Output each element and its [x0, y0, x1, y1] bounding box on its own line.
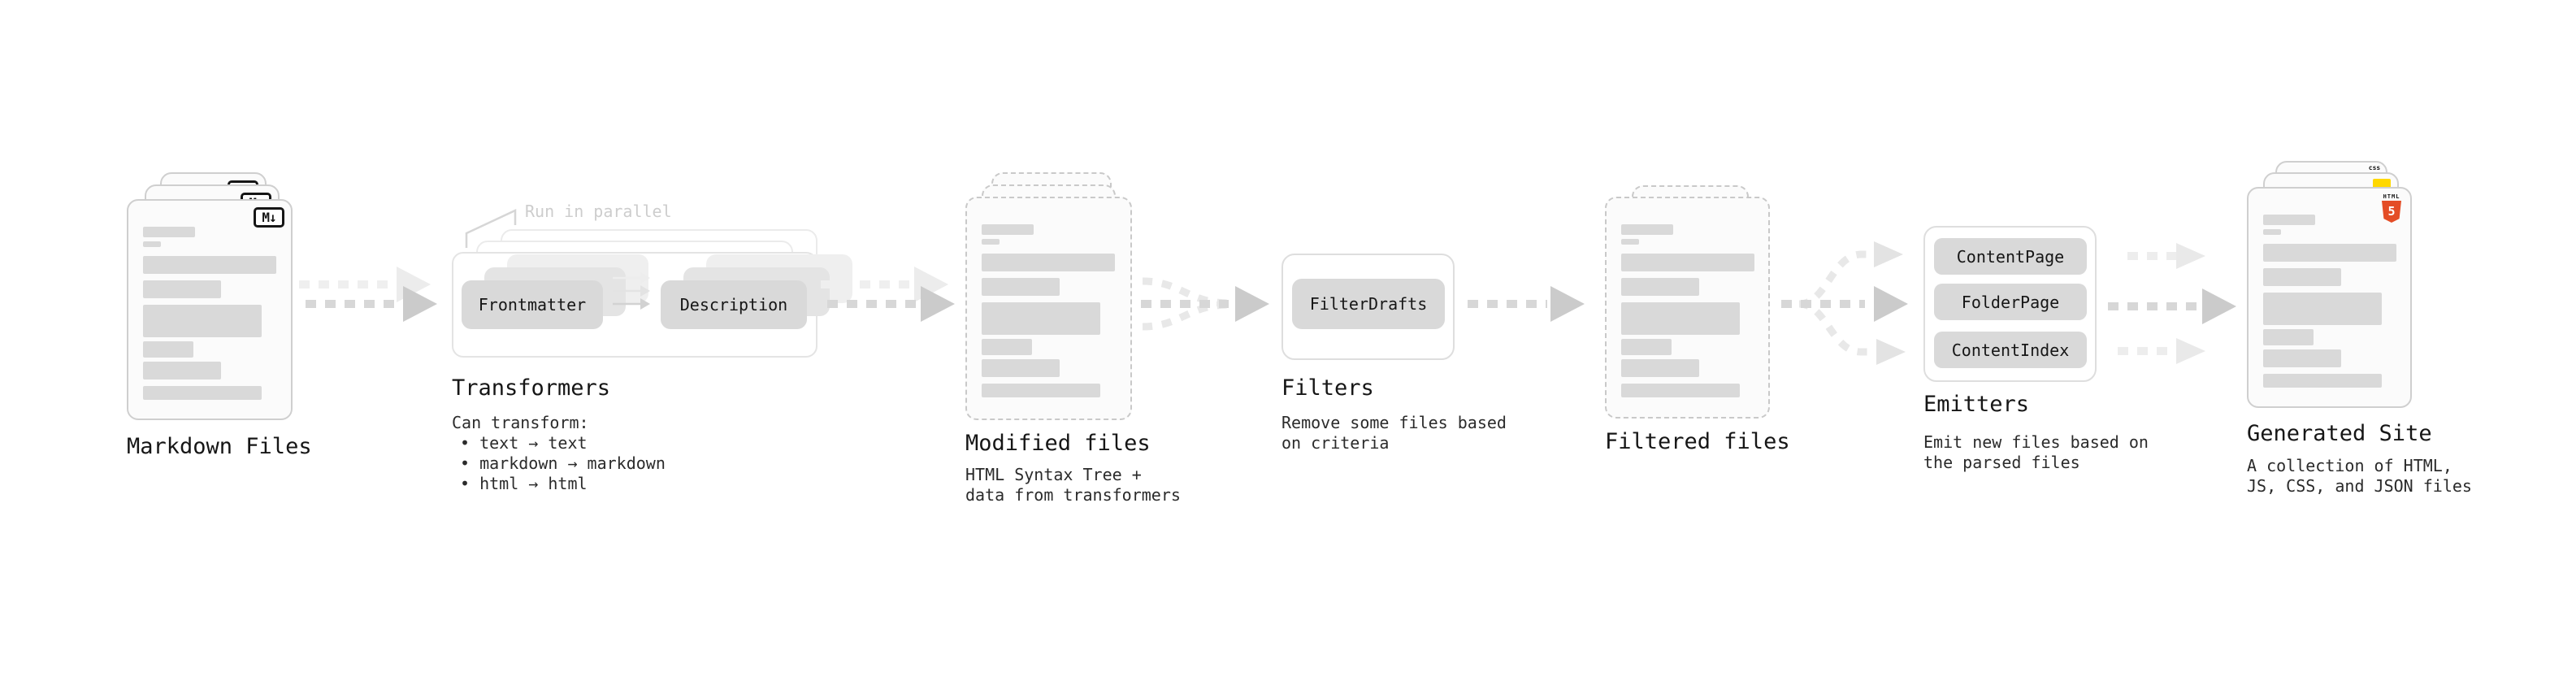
- document-content-placeholder: [982, 224, 1115, 397]
- desc-line: on criteria: [1281, 433, 1390, 453]
- desc-line: data from transformers: [965, 485, 1181, 505]
- description-chip: Description: [661, 280, 807, 329]
- filters-description: Remove some files based on criteria: [1281, 413, 1507, 453]
- generated-site-title: Generated Site: [2247, 421, 2432, 446]
- contentpage-chip: ContentPage: [1934, 238, 2087, 275]
- modified-files-description: HTML Syntax Tree + data from transformer…: [965, 465, 1181, 505]
- document-content-placeholder: [143, 227, 276, 400]
- transformers-title: Transformers: [452, 375, 611, 401]
- desc-line: Emit new files based on: [1923, 432, 2149, 452]
- arrow-markdown-to-transformers: [299, 267, 437, 322]
- markdown-file-card-front: M↓: [127, 199, 293, 420]
- emitters-title: Emitters: [1923, 392, 2030, 417]
- arrow-emitters-to-site: [2108, 243, 2236, 364]
- emitters-description: Emit new files based on the parsed files: [1923, 432, 2149, 473]
- folderpage-chip: FolderPage: [1934, 284, 2087, 320]
- markdown-files-title: Markdown Files: [127, 434, 312, 459]
- frontmatter-chip: Frontmatter: [462, 280, 603, 329]
- desc-line: the parsed files: [1923, 453, 2080, 472]
- generated-site-description: A collection of HTML, JS, CSS, and JSON …: [2247, 456, 2472, 497]
- desc-line: Can transform:: [452, 413, 589, 432]
- arrow-modified-to-filters: [1141, 277, 1269, 331]
- markdown-icon: M↓: [254, 207, 284, 228]
- desc-bullet: • markdown → markdown: [460, 453, 666, 473]
- html5-icon: HTML 5: [2382, 193, 2401, 223]
- desc-bullet: • text → text: [460, 433, 588, 453]
- generated-html-card: HTML 5: [2247, 187, 2412, 408]
- filtered-file-card-front: [1605, 197, 1770, 419]
- modified-file-card-front: [965, 197, 1132, 420]
- filters-title: Filters: [1281, 375, 1374, 401]
- desc-line: HTML Syntax Tree +: [965, 465, 1142, 484]
- contentindex-chip: ContentIndex: [1934, 332, 2087, 368]
- filtered-files-title: Filtered files: [1605, 429, 1790, 454]
- run-in-parallel-annotation: Run in parallel: [525, 202, 672, 221]
- desc-bullet: • html → html: [460, 474, 588, 493]
- filterdrafts-chip: FilterDrafts: [1292, 279, 1445, 329]
- arrow-filtered-to-emitters: [1781, 241, 1908, 365]
- arrow-filters-to-filtered: [1468, 286, 1585, 322]
- transformers-description: Can transform: • text → text • markdown …: [452, 413, 666, 494]
- document-content-placeholder: [2263, 215, 2396, 388]
- modified-files-title: Modified files: [965, 431, 1151, 456]
- desc-line: A collection of HTML,: [2247, 456, 2452, 475]
- desc-line: JS, CSS, and JSON files: [2247, 476, 2472, 496]
- desc-line: Remove some files based: [1281, 413, 1507, 432]
- document-content-placeholder: [1621, 224, 1754, 397]
